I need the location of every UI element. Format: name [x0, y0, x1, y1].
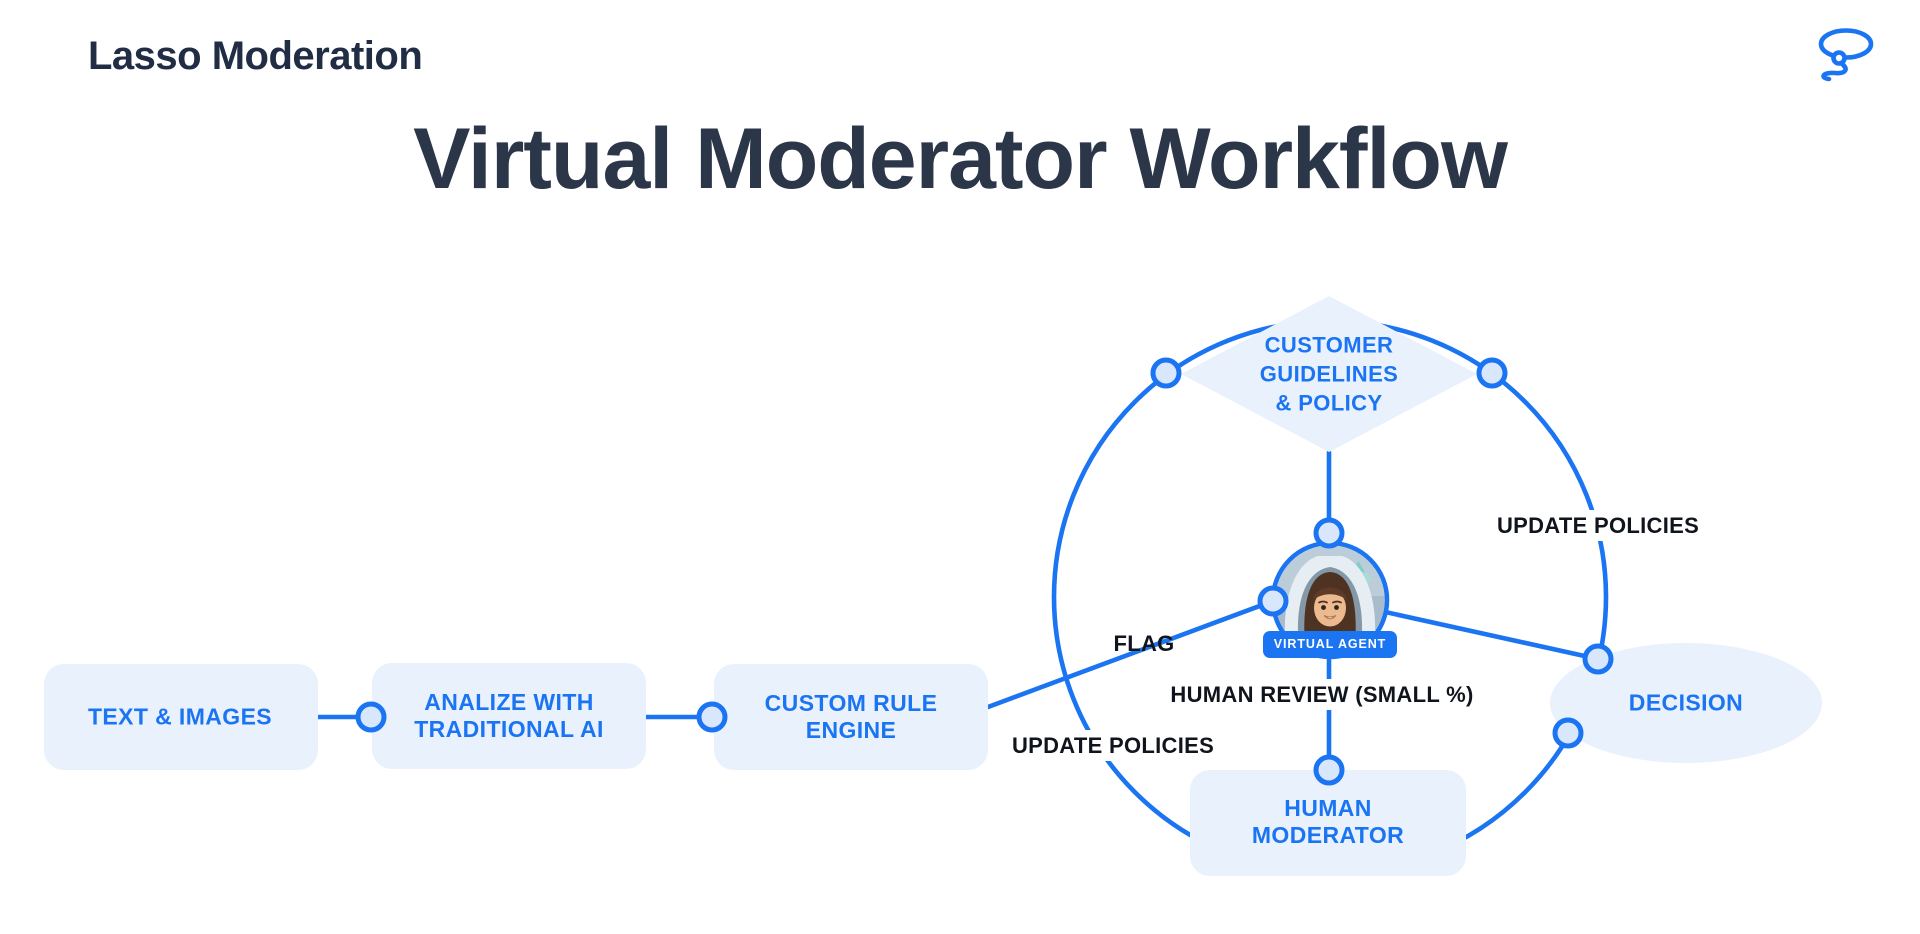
- box-label-line: MODERATOR: [1251, 822, 1405, 848]
- box-custom-rule-engine: [714, 664, 988, 770]
- box-label-text-images: TEXT & IMAGES: [88, 704, 272, 731]
- diamond-label-line: & POLICY: [1275, 390, 1383, 416]
- junction-nodes: [355, 357, 1614, 786]
- box-label-line: CUSTOM RULE: [764, 690, 938, 716]
- box-label-line: ENGINE: [805, 717, 897, 743]
- node-cycle-top-left: [1150, 357, 1182, 389]
- ellipse-decision: [1550, 643, 1822, 763]
- box-traditional-ai: [372, 663, 646, 769]
- node-decision-lower: [1552, 717, 1584, 749]
- box-label-line: TEXT & IMAGES: [87, 703, 273, 730]
- label-human-review: HUMAN REVIEW (SMALL %): [1163, 679, 1481, 710]
- page-title: Virtual Moderator Workflow: [413, 111, 1508, 207]
- box-label-traditional-ai: ANALIZE WITH TRADITIONAL AI: [414, 689, 604, 743]
- box-label-line: TRADITIONAL AI: [414, 716, 604, 742]
- box-text-images: [44, 664, 318, 770]
- label-flag: FLAG: [1113, 631, 1175, 656]
- box-label-line: HUMAN: [1284, 795, 1372, 821]
- diamond-label-line: GUIDELINES: [1259, 361, 1399, 387]
- box-label-human-moderator: HUMAN MODERATOR: [1252, 795, 1404, 849]
- label-update-policies-left: UPDATE POLICIES: [1004, 730, 1222, 761]
- diagram-shapes: [44, 296, 1822, 876]
- node-box2-input: [355, 701, 387, 733]
- node-agent-left: [1257, 585, 1289, 617]
- node-box3-input: [696, 701, 728, 733]
- node-cycle-top-right: [1476, 357, 1508, 389]
- line-flag: [985, 598, 1276, 710]
- label-text: UPDATE POLICIES: [1004, 730, 1222, 761]
- label-update-policies-right: UPDATE POLICIES: [1489, 510, 1707, 541]
- lasso-icon: [1818, 28, 1874, 82]
- diamond-label-line: CUSTOMER: [1264, 332, 1394, 358]
- box-human-moderator: [1190, 770, 1466, 876]
- node-agent-top: [1313, 517, 1345, 549]
- box-label-line: ANALIZE WITH: [424, 689, 594, 715]
- virtual-agent-badge: VIRTUAL AGENT: [1263, 631, 1397, 658]
- node-human-moderator-top: [1313, 754, 1345, 786]
- ellipse-label-decision: DECISION: [1629, 690, 1743, 717]
- node-decision-upper: [1582, 643, 1614, 675]
- label-text: HUMAN REVIEW (SMALL %): [1163, 679, 1481, 710]
- diamond-label-customer-guidelines: CUSTOMER GUIDELINES & POLICY: [1260, 331, 1398, 418]
- brand-logo-text: Lasso Moderation: [88, 34, 423, 78]
- diamond-customer-guidelines: [1181, 296, 1477, 452]
- label-text: UPDATE POLICIES: [1489, 510, 1707, 541]
- ellipse-label-line: DECISION: [1628, 689, 1744, 716]
- box-label-custom-rule-engine: CUSTOM RULE ENGINE: [765, 690, 938, 744]
